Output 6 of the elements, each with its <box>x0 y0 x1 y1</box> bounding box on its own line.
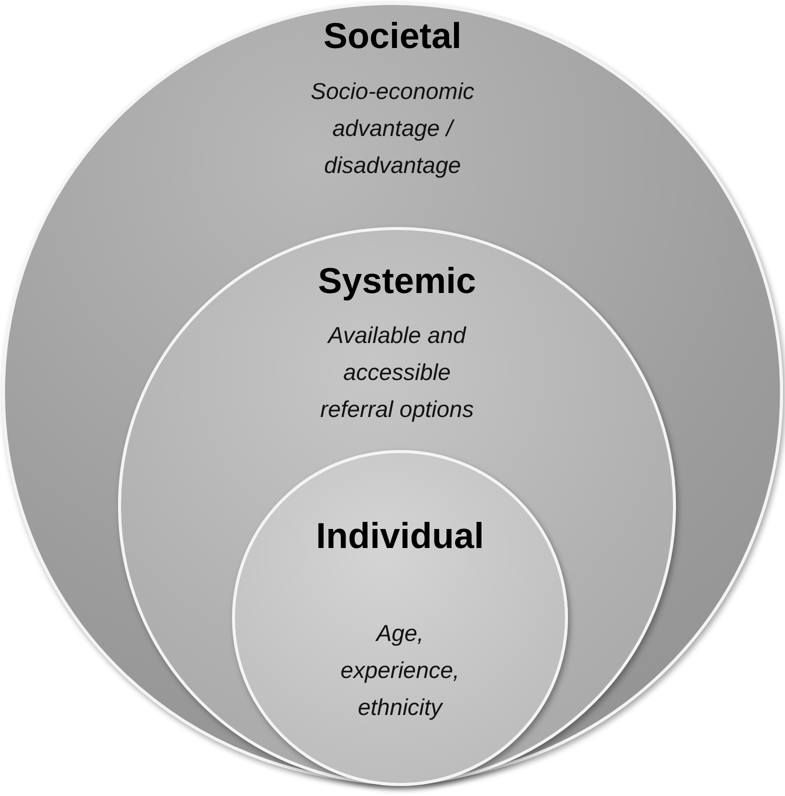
layer-heading: Systemic <box>318 260 476 302</box>
layer-heading: Individual <box>316 515 484 557</box>
layer-description: Age, experience, ethnicity <box>340 619 460 722</box>
layer-description: Socio-economic advantage / disadvantage <box>310 77 476 180</box>
layer-description: Available and accessible referral options <box>319 321 475 424</box>
layer-heading: Societal <box>323 15 462 57</box>
